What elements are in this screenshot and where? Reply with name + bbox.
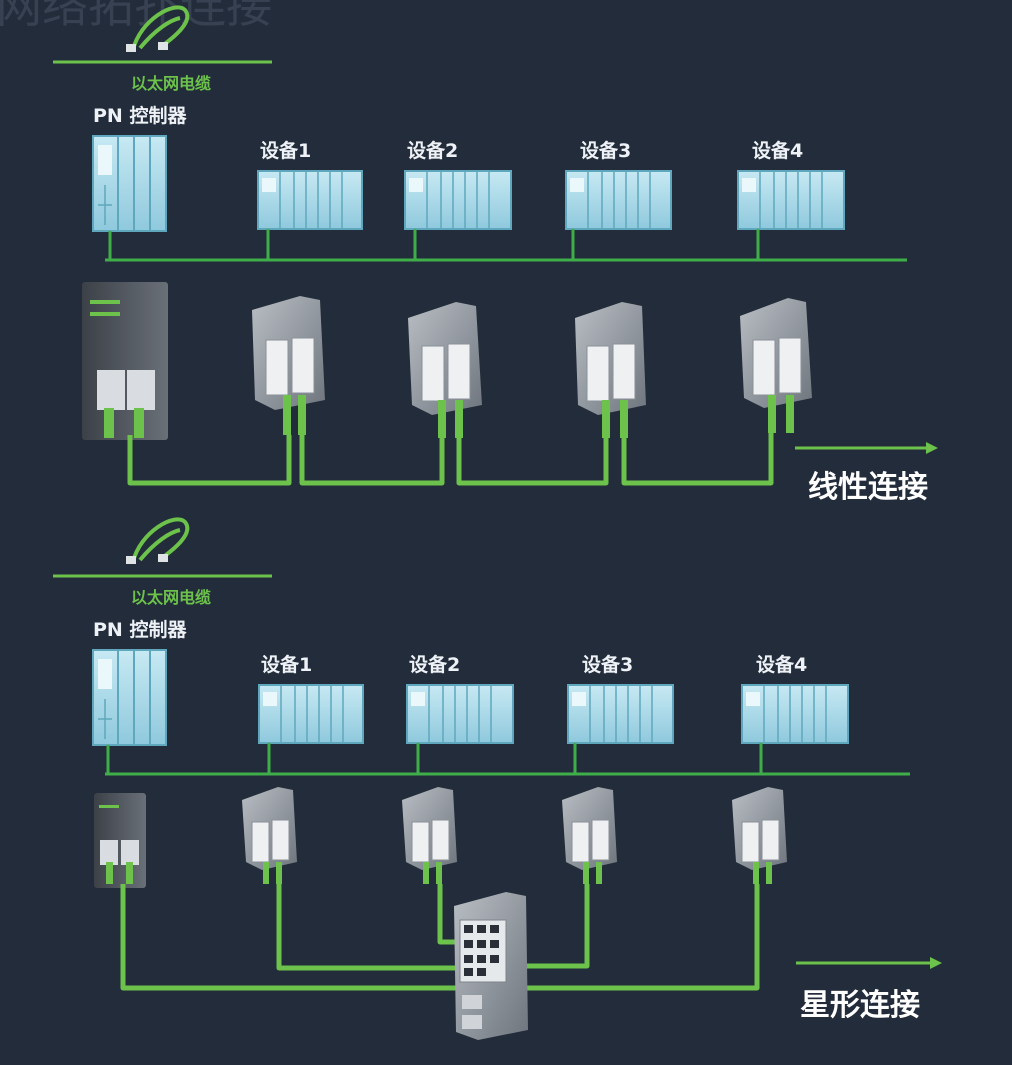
device-3-schematic [565,170,672,230]
device-2-hardware [408,302,482,438]
device-4-hardware [732,787,787,884]
ethernet-cable-icon [126,517,190,564]
linear-section [53,5,938,486]
device-1-hardware [252,296,325,435]
pn-controller-schematic [92,649,167,746]
star-section [53,517,942,1040]
network-switch [454,892,528,1040]
profinet-bus [105,743,910,776]
device-4-label: 设备4 [752,140,804,162]
controller-label: PN 控制器 [93,619,187,641]
device-1-schematic [257,170,363,230]
page-title-fragment: 网络拓扑连接 [0,0,272,33]
cable-label: 以太网电缆 [131,74,212,93]
device-4-schematic [737,170,845,230]
device-2-hardware [402,787,457,884]
device-1-label: 设备1 [260,140,312,162]
topology-label-linear: 线性连接 [808,470,928,505]
device-3-label: 设备3 [582,654,634,676]
ethernet-cable-icon [126,5,190,52]
controller-hardware [94,793,146,888]
topology-label-star: 星形连接 [800,988,920,1023]
device-3-hardware [575,302,646,438]
device-1-schematic [258,684,364,744]
cable-label: 以太网电缆 [131,588,212,607]
device-1-label: 设备1 [261,654,313,676]
device-2-label: 设备2 [407,140,459,162]
device-3-schematic [567,684,674,744]
pn-controller-schematic [92,135,167,232]
controller-label: PN 控制器 [93,105,187,127]
linear-cables [127,432,774,486]
device-1-hardware [242,787,297,884]
device-2-schematic [404,170,512,230]
linear-arrow-icon [795,442,938,454]
controller-hardware [82,282,168,440]
device-4-schematic [741,684,849,744]
device-3-hardware [562,787,617,884]
device-3-label: 设备3 [580,140,632,162]
device-2-label: 设备2 [409,654,461,676]
star-arrow-icon [796,957,942,969]
device-4-hardware [740,298,812,433]
star-cables [120,884,760,991]
device-2-schematic [406,684,514,744]
device-4-label: 设备4 [756,654,808,676]
profinet-bus [105,229,907,262]
